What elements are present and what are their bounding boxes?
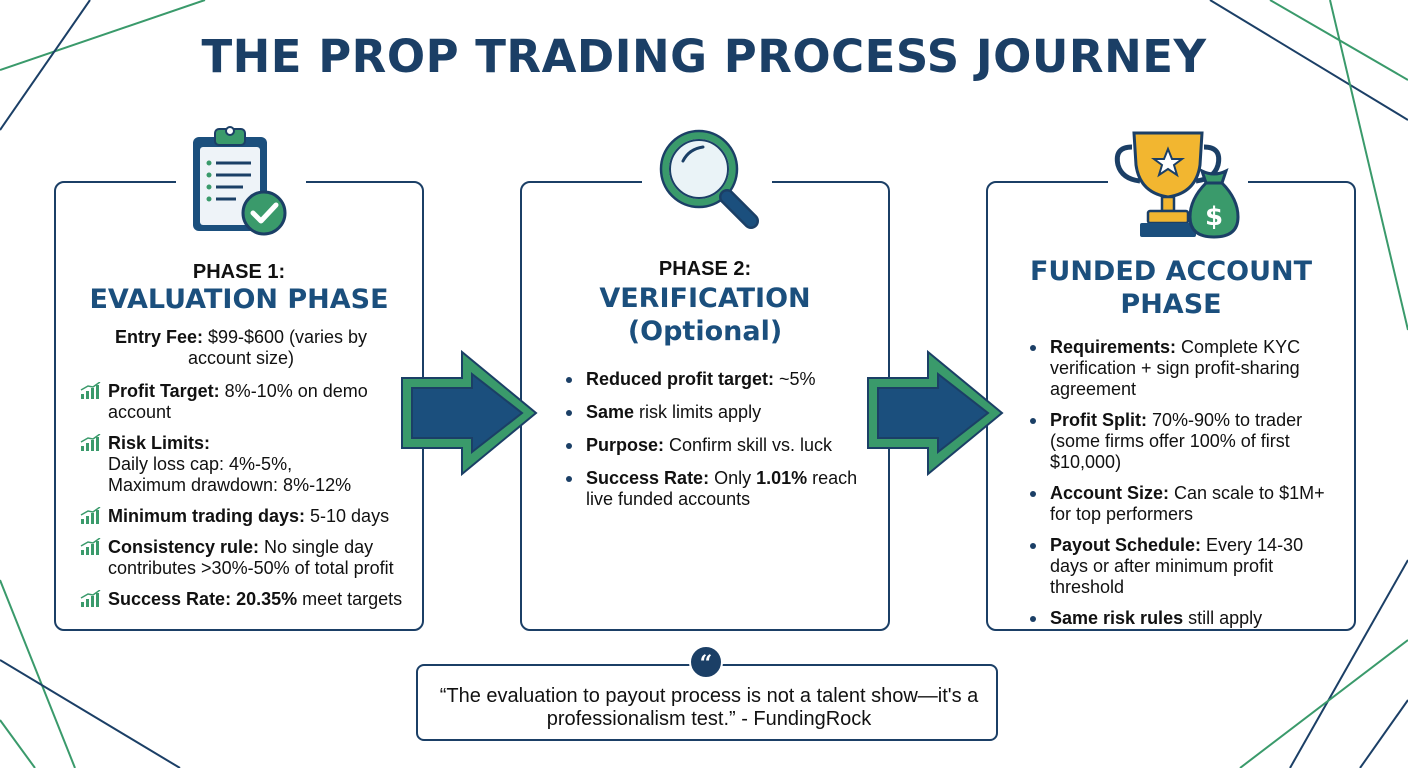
phase-3-subtitle: PHASE <box>1120 289 1222 320</box>
phase-1-list: Profit Target: 8%-10% on demo account Ri… <box>80 381 408 610</box>
phase-2-list: Reduced profit target: ~5% Same risk lim… <box>566 369 876 510</box>
phase-3-list: Requirements: Complete KYC verification … <box>1030 337 1346 629</box>
page-title: THE PROP TRADING PROCESS JOURNEY <box>201 30 1207 83</box>
list-item: Minimum trading days: 5-10 days <box>80 506 408 527</box>
list-item: Success Rate: 20.35% meet targets <box>80 589 408 610</box>
arrow-right-icon <box>401 349 538 477</box>
growth-chart-icon <box>80 382 101 399</box>
list-item: Account Size: Can scale to $1M+ for top … <box>1030 483 1346 525</box>
list-item: Profit Split: 70%-90% to trader (some fi… <box>1030 410 1346 473</box>
quote-text: “The evaluation to payout process is not… <box>439 685 979 730</box>
list-item: Purpose: Confirm skill vs. luck <box>566 435 876 456</box>
list-item: Success Rate: Only 1.01% reach live fund… <box>566 468 876 510</box>
magnifying-glass-icon <box>659 129 759 229</box>
phase-2-subtitle: (Optional) <box>627 316 783 347</box>
growth-chart-icon <box>80 434 101 451</box>
bullet-dot <box>1030 345 1036 351</box>
phase-1-label: PHASE 1: <box>192 261 286 283</box>
bullet-dot <box>1030 491 1036 497</box>
growth-chart-icon <box>80 590 101 607</box>
svg-text:$: $ <box>1205 202 1223 232</box>
quote-box: “The evaluation to payout process is not… <box>416 664 998 741</box>
bullet-dot <box>1030 418 1036 424</box>
bullet-dot <box>1030 616 1036 622</box>
svg-text:“: “ <box>700 651 713 677</box>
trophy-money-bag-icon: $ <box>1114 131 1240 239</box>
entry-fee: Entry Fee: $99-$600 (varies by account s… <box>114 327 368 368</box>
growth-chart-icon <box>80 538 101 555</box>
phase-3-card: $ FUNDED ACCOUNT PHASE Requirements: Com… <box>986 131 1356 631</box>
list-item: Same risk rules still apply <box>1030 608 1346 629</box>
phase-3-name: FUNDED ACCOUNT <box>1029 256 1313 287</box>
list-item: Profit Target: 8%-10% on demo account <box>80 381 408 423</box>
growth-chart-icon <box>80 507 101 524</box>
list-item: Requirements: Complete KYC verification … <box>1030 337 1346 400</box>
phase-1-name: EVALUATION PHASE <box>89 284 389 315</box>
list-item: Payout Schedule: Every 14-30 days or aft… <box>1030 535 1346 598</box>
list-item: Same risk limits apply <box>566 402 876 423</box>
clipboard-check-icon <box>193 126 287 236</box>
phase-2-name: VERIFICATION <box>599 283 811 314</box>
bullet-dot <box>566 377 572 383</box>
bullet-dot <box>566 443 572 449</box>
quote-icon: “ <box>689 645 723 679</box>
arrow-right-icon <box>867 349 1004 477</box>
phase-1-card: PHASE 1: EVALUATION PHASE Entry Fee: $99… <box>54 126 424 631</box>
bullet-dot <box>566 476 572 482</box>
list-item: Reduced profit target: ~5% <box>566 369 876 390</box>
bullet-dot <box>1030 543 1036 549</box>
bullet-dot <box>566 410 572 416</box>
list-item: Risk Limits:Daily loss cap: 4%-5%,Maximu… <box>80 433 408 496</box>
phase-2-card: PHASE 2: VERIFICATION (Optional) Reduced… <box>520 129 890 631</box>
list-item: Consistency rule: No single day contribu… <box>80 537 408 579</box>
phase-2-label: PHASE 2: <box>658 258 752 280</box>
